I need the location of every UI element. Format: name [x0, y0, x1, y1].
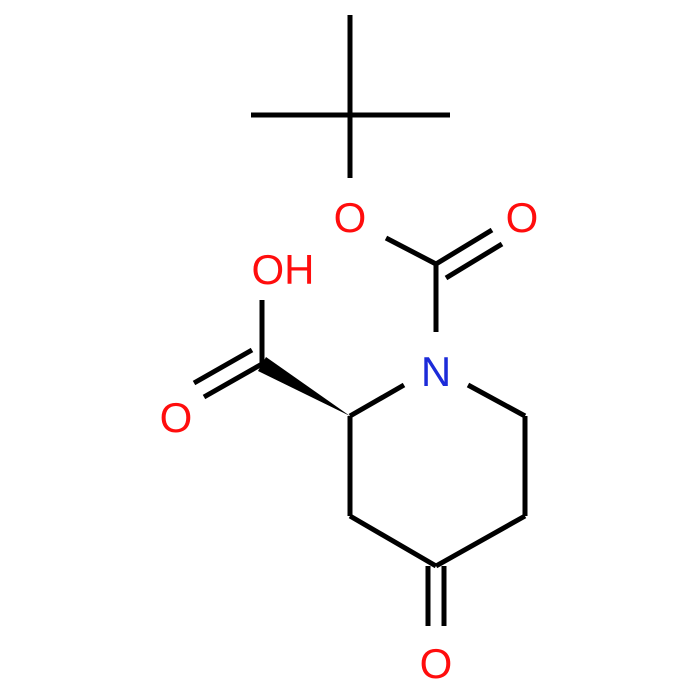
boc-carbonyl-double-bond-b	[444, 241, 504, 281]
ketone-oxygen-label: O	[420, 640, 453, 687]
boc-carbonyl-oxygen-label: O	[506, 194, 539, 241]
boc-carbonyl-double-bond-a	[434, 227, 494, 267]
ester-oxygen-label: O	[334, 194, 367, 241]
nitrogen-label: N	[421, 348, 451, 395]
acid-carbonyl-oxygen-label: O	[160, 394, 193, 441]
ring-c5-c4-bond	[434, 513, 527, 569]
ring-c4-c3-bond	[348, 513, 438, 569]
acid-oh-label: OH	[252, 246, 315, 293]
stereo-wedge-bond	[258, 357, 350, 416]
ring-n-c2-bond	[348, 382, 406, 419]
ring-n-c6-bond	[466, 382, 527, 419]
acid-carbonyl-double-bond-a	[202, 361, 264, 400]
ester-o-to-carbonyl-bond	[384, 235, 438, 267]
acid-carbonyl-double-bond-b	[192, 347, 254, 386]
